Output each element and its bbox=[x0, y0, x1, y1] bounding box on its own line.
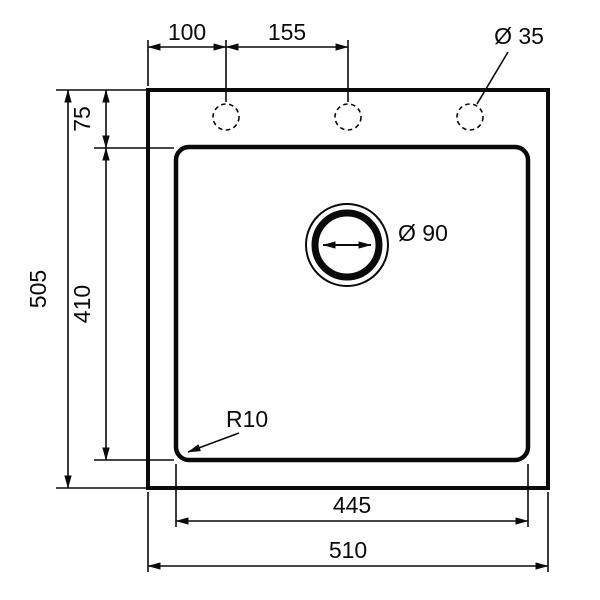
dim-label-hole-spacing: 155 bbox=[268, 19, 306, 45]
leader-line-corner-radius bbox=[187, 432, 240, 453]
dim-label-drain-diameter: Ø 90 bbox=[398, 220, 448, 246]
faucet-hole-right bbox=[456, 103, 484, 131]
bowl-outline bbox=[173, 144, 531, 463]
dim-label-overall-height: 505 bbox=[25, 270, 51, 308]
dim-label-overall-width: 510 bbox=[329, 537, 367, 563]
dim-label-rim-to-bowl: 75 bbox=[69, 106, 95, 132]
dim-label-faucet-hole-diameter: Ø 35 bbox=[494, 23, 544, 49]
leader-line-faucet-hole bbox=[476, 51, 509, 105]
faucet-hole-left bbox=[212, 103, 240, 131]
dim-label-bowl-width: 445 bbox=[333, 492, 371, 518]
drain-outer-circle bbox=[305, 203, 389, 287]
dim-label-bowl-height: 410 bbox=[69, 285, 95, 323]
drain-ring bbox=[311, 209, 383, 281]
faucet-hole-center bbox=[334, 103, 362, 131]
sink-outline bbox=[146, 88, 550, 490]
dim-label-corner-radius: R10 bbox=[226, 406, 268, 432]
dim-label-edge-to-first-hole: 100 bbox=[168, 19, 206, 45]
